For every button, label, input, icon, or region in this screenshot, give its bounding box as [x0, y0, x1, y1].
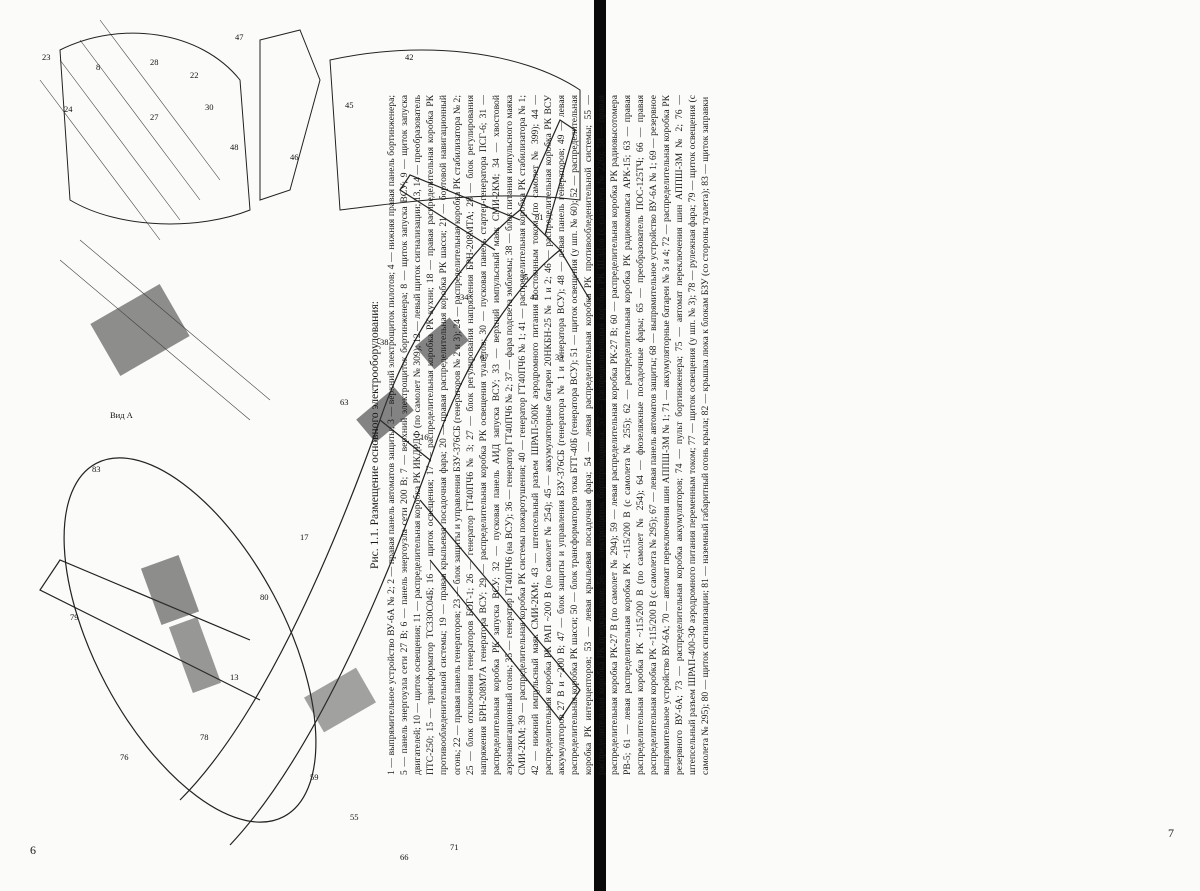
- svg-text:55: 55: [350, 812, 359, 822]
- svg-text:16: 16: [420, 432, 429, 442]
- svg-text:76: 76: [120, 752, 129, 762]
- svg-text:83: 83: [92, 464, 101, 474]
- svg-text:80: 80: [260, 592, 269, 602]
- page-number-left: 6: [30, 843, 36, 857]
- svg-text:45: 45: [345, 100, 354, 110]
- right-page: 7: [606, 0, 1200, 891]
- svg-text:42: 42: [405, 52, 414, 62]
- svg-text:23: 23: [42, 52, 51, 62]
- svg-text:17: 17: [300, 532, 309, 542]
- svg-text:27: 27: [150, 112, 159, 122]
- svg-text:30: 30: [205, 102, 214, 112]
- svg-text:59: 59: [310, 772, 319, 782]
- svg-text:28: 28: [150, 57, 159, 67]
- svg-text:34: 34: [460, 292, 469, 302]
- svg-text:63: 63: [340, 397, 349, 407]
- svg-text:46: 46: [290, 152, 299, 162]
- svg-text:24: 24: [64, 104, 73, 114]
- figure-title: Рис. 1.1. Размещение основного электрооб…: [369, 301, 381, 569]
- svg-text:47: 47: [235, 32, 244, 42]
- svg-text:48: 48: [230, 142, 239, 152]
- svg-text:79: 79: [70, 612, 79, 622]
- page-number-right: 7: [1168, 826, 1174, 840]
- svg-text:Вид А: Вид А: [110, 410, 134, 420]
- aircraft-diagram: 23 8 28 22 30 24 27 48 47 46 45 42 81 42 67 16 17 80…: [39, 19, 591, 862]
- svg-text:81: 81: [535, 212, 544, 222]
- svg-text:22: 22: [190, 70, 199, 80]
- left-page: 23 8 28 22 30 24 27 48 47 46 45 42 81 42 67 16 17 80…: [0, 0, 594, 891]
- svg-text:38: 38: [380, 337, 389, 347]
- page-gutter: [594, 0, 606, 891]
- svg-text:42: 42: [530, 292, 539, 302]
- svg-text:33: 33: [555, 352, 564, 362]
- svg-text:78: 78: [200, 732, 209, 742]
- svg-text:13: 13: [230, 672, 239, 682]
- svg-text:67: 67: [480, 352, 489, 362]
- svg-text:35: 35: [520, 272, 529, 282]
- svg-text:71: 71: [450, 842, 459, 852]
- svg-text:8: 8: [96, 62, 100, 72]
- svg-text:66: 66: [400, 852, 409, 862]
- figure-legend: 1 — выпрямительное устройство ВУ-6А № 2;…: [386, 95, 712, 775]
